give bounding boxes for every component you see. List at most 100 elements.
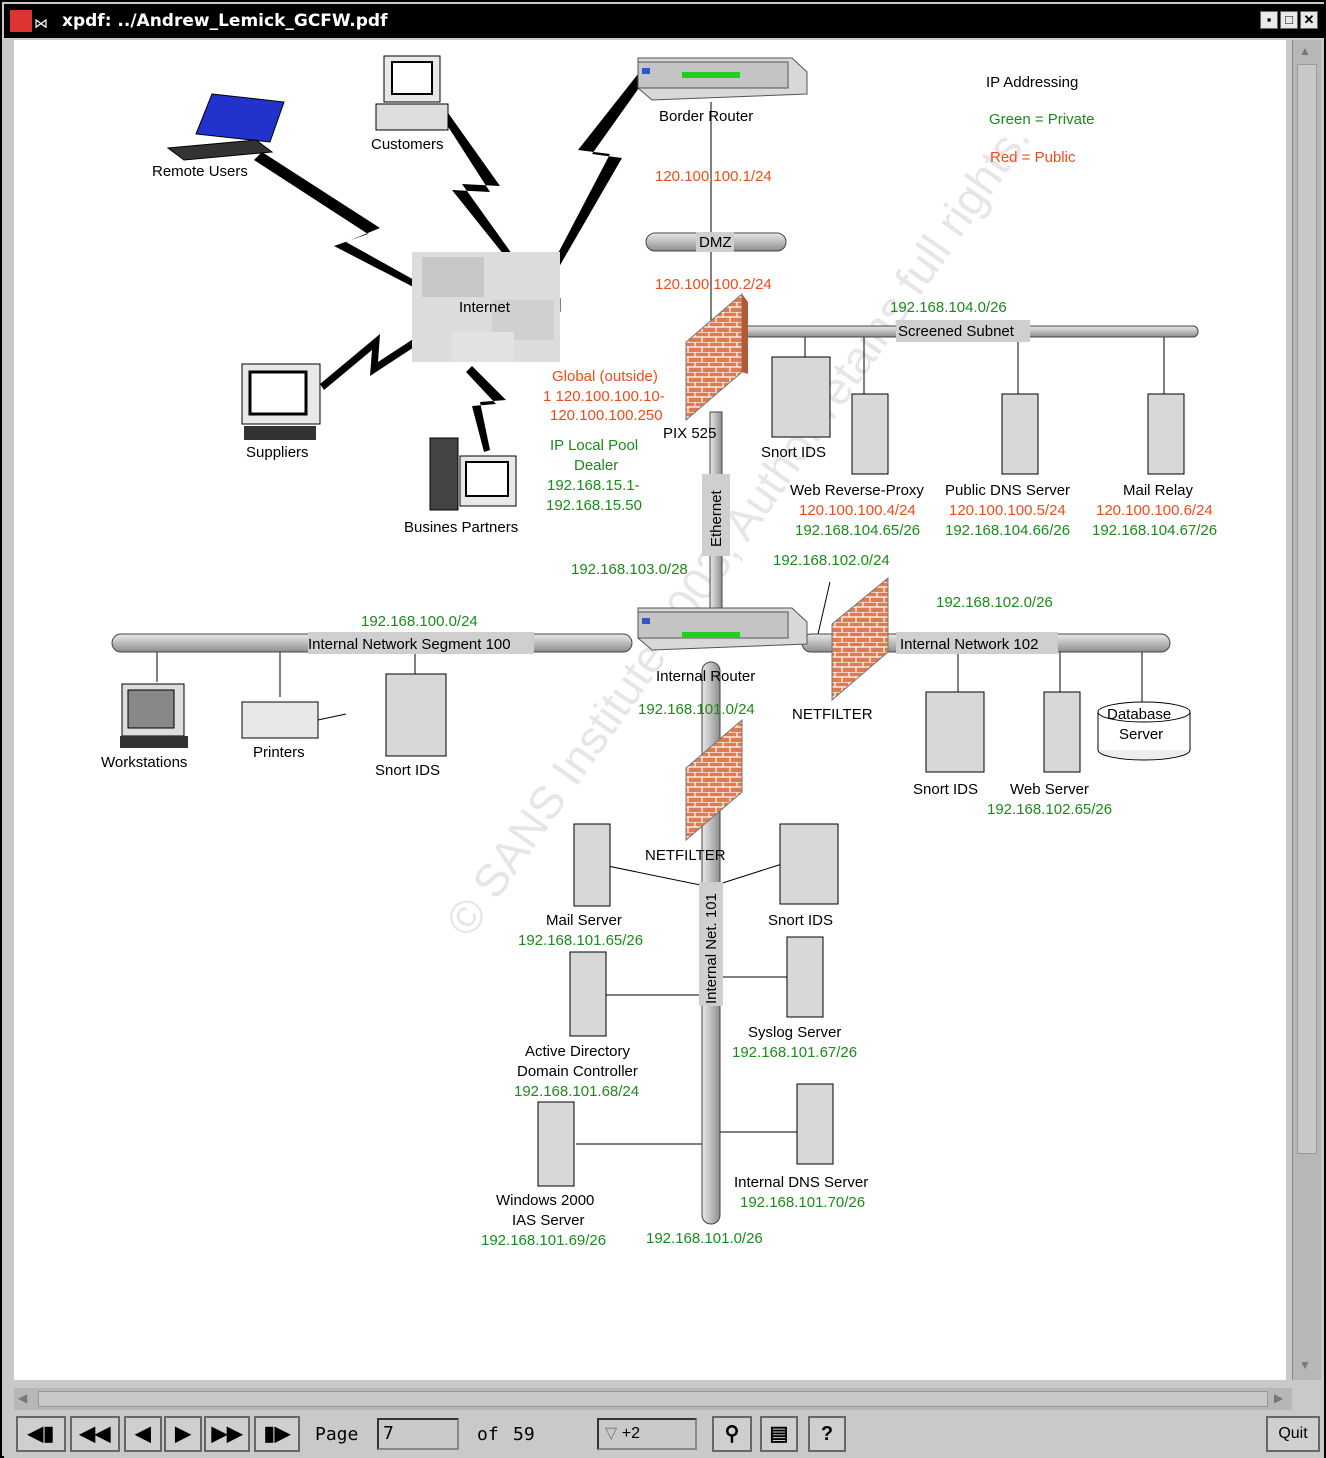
printers-label: Printers — [253, 744, 305, 761]
active-directory-server-icon — [569, 951, 607, 1037]
internet-cloud — [412, 252, 560, 362]
net-102-24-label: 192.168.102.0/24 — [773, 552, 890, 569]
net-101-26-label: 192.168.101.0/26 — [646, 1230, 763, 1247]
internal-router-icon — [637, 607, 808, 651]
ad-label-line2: Domain Controller — [517, 1063, 638, 1080]
snort-ids-101-label: Snort IDS — [768, 912, 833, 929]
scroll-left-icon[interactable]: ◀ — [18, 1391, 28, 1405]
dmz-label-box — [696, 232, 734, 252]
internal-dns-label: Internal DNS Server — [734, 1174, 868, 1191]
find-binoculars-icon[interactable]: ⚲ — [712, 1416, 752, 1452]
pdf-page-canvas[interactable]: © SANS Institute 2003, Author retains fu… — [14, 40, 1286, 1380]
screened-subnet-label-box — [896, 320, 1030, 342]
back-ten-pages-icon[interactable]: ◀◀ — [70, 1416, 120, 1452]
remote-users-laptop-icon — [166, 93, 285, 161]
workstations-computer-icon — [120, 683, 188, 748]
remote-users-label: Remote Users — [152, 163, 248, 180]
title-bar[interactable]: ⋈ xpdf: ../Andrew_Lemick_GCFW.pdf ▪ □ ✕ — [4, 4, 1324, 38]
scroll-right-icon[interactable]: ▶ — [1274, 1391, 1284, 1405]
mail-relay-public-ip: 120.100.100.6/24 — [1096, 502, 1213, 519]
mail-relay-label: Mail Relay — [1123, 482, 1194, 499]
mail-relay-server-icon — [1147, 393, 1185, 475]
network-diagram: © SANS Institute 2003, Author retains fu… — [101, 55, 1217, 1249]
web-reverse-proxy-label: Web Reverse-Proxy — [790, 482, 924, 499]
window-menu-icon[interactable]: ⋈ — [34, 15, 48, 31]
last-page-icon[interactable]: ▮▶ — [254, 1416, 300, 1452]
scroll-up-icon[interactable]: ▲ — [1299, 44, 1311, 58]
net-101-label-box — [699, 882, 723, 1006]
horizontal-scroll-thumb[interactable] — [38, 1391, 1268, 1407]
net-102-26-label: 192.168.102.0/26 — [936, 594, 1053, 611]
dealer-label: Dealer — [574, 457, 618, 474]
segment-100-label: Internal Network Segment 100 — [308, 636, 511, 653]
network-102-label: Internal Network 102 — [900, 636, 1038, 653]
maximize-icon[interactable]: □ — [1280, 11, 1298, 29]
scroll-down-icon[interactable]: ▼ — [1299, 1358, 1311, 1372]
internal-dns-server-icon — [796, 1083, 834, 1165]
ad-ip: 192.168.101.68/24 — [514, 1083, 639, 1100]
zoom-dropdown-icon: ▽ — [605, 1425, 622, 1442]
next-page-icon[interactable]: ▶ — [164, 1416, 202, 1452]
public-dns-public-ip: 120.100.100.5/24 — [949, 502, 1066, 519]
zoom-select[interactable]: ▽ +2 — [597, 1418, 697, 1450]
screened-subnet-label: Screened Subnet — [898, 323, 1015, 340]
wrp-private-ip: 192.168.104.65/26 — [795, 522, 920, 539]
mail-server-ip: 192.168.101.65/26 — [518, 932, 643, 949]
public-dns-label: Public DNS Server — [945, 482, 1070, 499]
netfilter-102-firewall-icon — [831, 576, 889, 702]
print-icon[interactable]: ▤ — [760, 1416, 798, 1452]
public-dns-private-ip: 192.168.104.66/26 — [945, 522, 1070, 539]
horizontal-scrollbar[interactable]: ◀ ▶ — [14, 1388, 1292, 1410]
database-label: Database — [1107, 706, 1171, 723]
netfilter-101-label: NETFILTER — [645, 847, 726, 864]
vertical-scroll-thumb[interactable] — [1297, 64, 1317, 1154]
global-range-end: 120.100.100.250 — [550, 407, 663, 424]
global-range-start: 1 120.100.100.10- — [543, 388, 665, 405]
ias-label-line1: Windows 2000 — [496, 1192, 594, 1209]
previous-page-icon[interactable]: ◀ — [124, 1416, 162, 1452]
netfilter-102-label: NETFILTER — [792, 706, 873, 723]
legend-red: Red = Public — [990, 149, 1076, 166]
global-outside-label: Global (outside) — [552, 368, 658, 385]
wrp-public-ip: 120.100.100.4/24 — [799, 502, 916, 519]
diagram-labels: IP Addressing Green = Private Red = Publ… — [101, 74, 1217, 1249]
window-title: xpdf: ../Andrew_Lemick_GCFW.pdf — [62, 11, 388, 31]
pool-range-start: 192.168.15.1- — [547, 477, 640, 494]
suppliers-label: Suppliers — [246, 444, 309, 461]
quit-button[interactable]: Quit — [1266, 1416, 1320, 1452]
legend-green: Green = Private — [989, 111, 1094, 128]
customers-computer-icon — [375, 55, 449, 131]
pix-label: PIX 525 — [663, 425, 716, 442]
printer-icon — [241, 701, 347, 739]
ip-local-pool-label: IP Local Pool — [550, 437, 638, 454]
business-partners-computer-icon — [429, 437, 517, 511]
business-partners-label: Busines Partners — [404, 519, 518, 536]
snort-ids-dmz-icon — [771, 356, 831, 438]
snort-ids-101-icon — [779, 823, 839, 905]
minimize-icon[interactable]: ▪ — [1260, 11, 1278, 29]
web-server-icon — [1043, 691, 1081, 773]
snort-ids-100-label: Snort IDS — [375, 762, 440, 779]
forward-ten-pages-icon[interactable]: ▶▶ — [204, 1416, 250, 1452]
customers-label: Customers — [371, 136, 444, 153]
dmz-ip: 120.100.100.2/24 — [655, 276, 772, 293]
ad-label-line1: Active Directory — [525, 1043, 631, 1060]
first-page-icon[interactable]: ◀▮ — [16, 1416, 66, 1452]
ethernet-label: Ethernet — [708, 489, 725, 547]
page-number-input[interactable]: 7 — [377, 1418, 459, 1450]
border-router-label: Border Router — [659, 108, 753, 125]
internal-net-101-label: Internal Net. 101 — [703, 893, 720, 1004]
pool-range-end: 192.168.15.50 — [546, 497, 642, 514]
internet-label: Internet — [459, 299, 511, 316]
ias-ip: 192.168.101.69/26 — [481, 1232, 606, 1249]
vertical-scrollbar[interactable]: ▲ ▼ — [1292, 40, 1321, 1380]
pix-firewall-icon — [685, 292, 748, 422]
net-103-label: 192.168.103.0/28 — [571, 561, 688, 578]
close-icon[interactable]: ✕ — [1300, 11, 1318, 29]
help-icon[interactable]: ? — [808, 1416, 846, 1452]
db-server-label: Server — [1119, 726, 1163, 743]
public-dns-server-icon — [1001, 393, 1039, 475]
xpdf-app-icon[interactable] — [10, 10, 32, 32]
suppliers-computer-icon — [241, 363, 321, 440]
